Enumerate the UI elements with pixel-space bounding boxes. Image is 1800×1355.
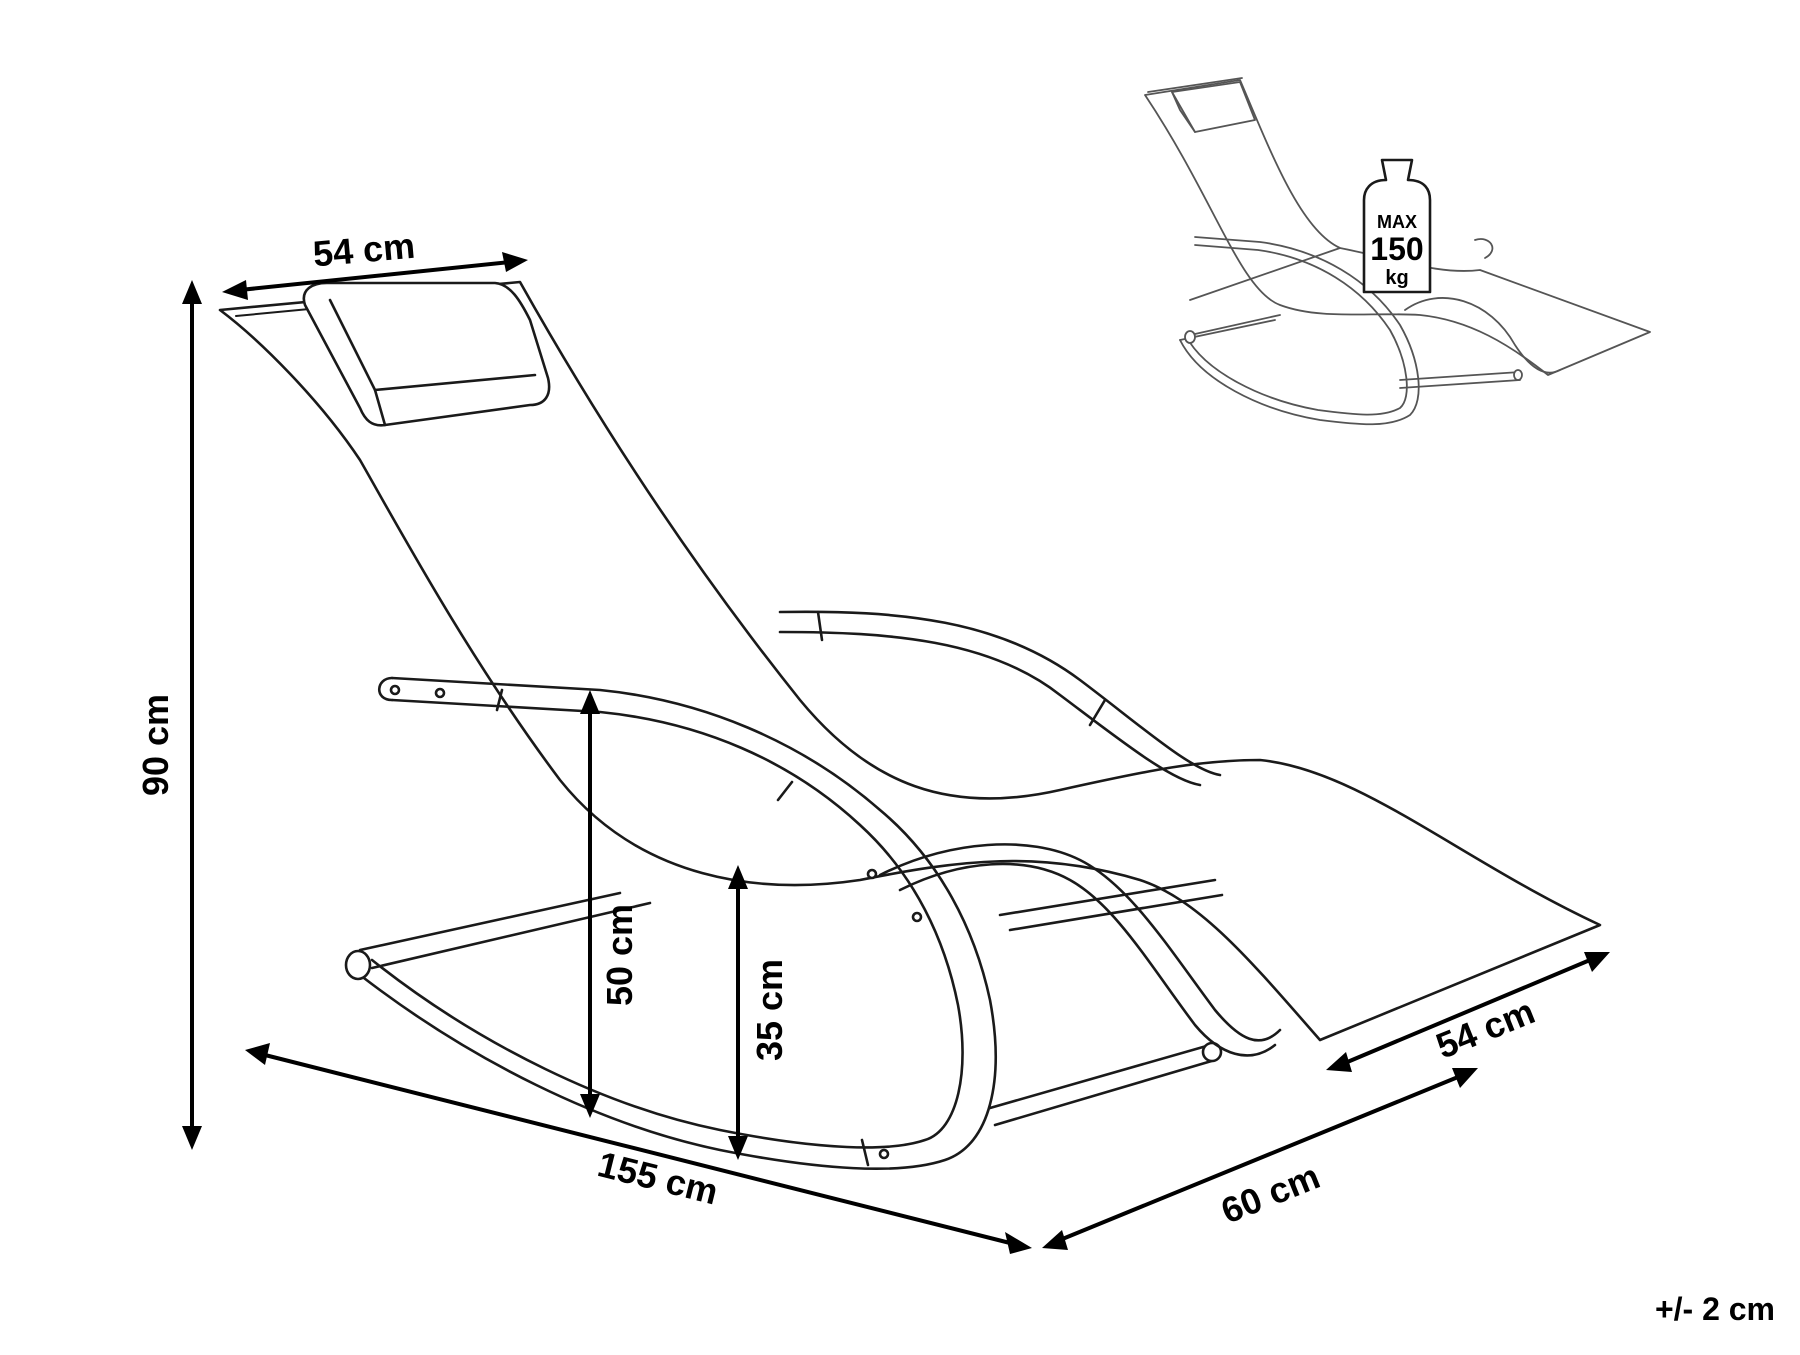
weight-body — [1362, 158, 1432, 294]
headrest-pillow — [302, 281, 551, 427]
arrowhead — [580, 1094, 600, 1118]
arrow-footrest-width — [1343, 958, 1592, 1065]
frame-far-joint — [816, 610, 824, 642]
arrow-depth — [1058, 1075, 1460, 1242]
thumb-cap — [1184, 330, 1196, 344]
base-bar-front-inner — [1008, 893, 1224, 932]
rivet-3 — [866, 868, 878, 880]
frame-far-lower — [778, 630, 1202, 787]
thumb-sling-top — [1147, 77, 1243, 93]
label-depth: 60 cm — [1215, 1155, 1325, 1231]
pillow-front-edge — [373, 373, 537, 392]
frame-near-top-cap — [377, 676, 394, 702]
arrowhead — [1005, 1232, 1032, 1254]
thumb-pillow-edge — [1171, 91, 1196, 133]
frame-near-inner — [370, 698, 964, 1149]
frame-far-joint-2 — [1088, 698, 1107, 727]
frame-near-joint-3 — [860, 1138, 870, 1167]
frame-near-outer — [358, 676, 997, 1171]
thumb-sling — [1144, 79, 1651, 376]
arrowhead — [1452, 1068, 1478, 1088]
base-crossbar-inner — [993, 1058, 1217, 1127]
max-load-label: MAX — [1377, 212, 1417, 232]
label-seat-height: 50 cm — [599, 904, 640, 1006]
thumb-frame-near — [1179, 236, 1420, 426]
max-load-unit: kg — [1385, 267, 1408, 289]
thumb-pillow — [1171, 81, 1256, 133]
arrowhead — [502, 252, 528, 272]
thumb-frame-near-inner — [1185, 244, 1408, 416]
base-bar-rear — [358, 891, 622, 952]
thumb-crossbar — [1399, 371, 1521, 389]
rivet-2 — [434, 687, 446, 699]
thumb-front-wave — [1404, 297, 1561, 374]
frame-near-bottom-cap — [344, 949, 372, 981]
arrow-length — [263, 1053, 1012, 1245]
pillow-outline — [302, 281, 551, 427]
thumb-cap — [1513, 369, 1523, 381]
rivet-1 — [389, 684, 401, 696]
weight-icon: MAX 150 kg — [1362, 158, 1432, 294]
dimension-arrows — [182, 252, 1610, 1254]
arrowhead — [1326, 1052, 1352, 1072]
arrowhead — [580, 690, 600, 714]
frame-front-wave-outer — [878, 843, 1282, 1042]
frame-near-joint-2 — [776, 780, 794, 802]
arrowhead — [245, 1043, 270, 1065]
lounger-main-drawing — [218, 280, 1602, 1171]
frame-near-joint-1 — [495, 688, 504, 712]
arrowhead — [1042, 1230, 1068, 1250]
label-footrest-width: 54 cm — [1430, 990, 1540, 1066]
base-bar-rear-inner — [370, 901, 652, 970]
rivet-5 — [878, 1148, 890, 1160]
frame-far-upper — [778, 610, 1222, 777]
base-crossbar — [988, 1043, 1212, 1110]
label-backrest-width: 54 cm — [311, 225, 416, 275]
arrowhead — [182, 1126, 202, 1150]
arrowhead — [728, 865, 748, 889]
arrowhead — [222, 280, 248, 300]
arrowhead — [1584, 952, 1610, 972]
thumb-frame-far — [1474, 238, 1494, 259]
max-load-value: 150 — [1370, 231, 1423, 267]
label-lowest-height: 35 cm — [749, 959, 790, 1061]
lounger-thumbnail — [1144, 77, 1651, 426]
arrowhead — [182, 280, 202, 304]
arrow-backrest-width — [238, 260, 512, 292]
rivet-4 — [911, 911, 923, 923]
sling-seat — [218, 280, 1602, 1042]
label-tolerance: +/- 2 cm — [1655, 1291, 1775, 1327]
arrowhead — [728, 1136, 748, 1160]
frame-front-wave-inner — [898, 862, 1277, 1057]
base-bar-front — [998, 878, 1217, 917]
label-total-height: 90 cm — [135, 694, 176, 796]
rocker-frame-near — [344, 676, 997, 1171]
